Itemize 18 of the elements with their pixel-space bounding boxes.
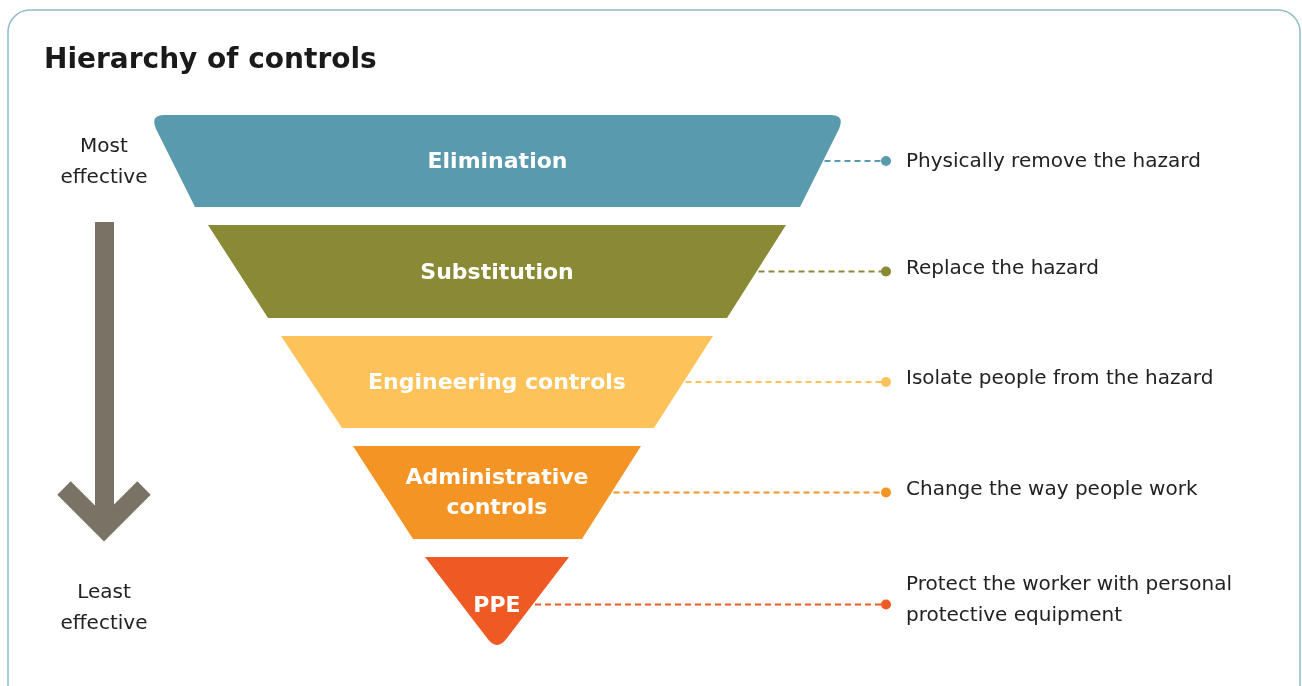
band-label: Substitution — [419, 257, 575, 286]
leader-line — [684, 377, 891, 387]
effectiveness-label: Most effective — [59, 132, 149, 190]
description-text: Isolate people from the hazard — [906, 364, 1215, 391]
description-text: Protect the worker with personal protective equipment — [906, 570, 1233, 628]
description-text: Physically remove the hazard — [906, 147, 1202, 174]
leader-line — [534, 599, 891, 610]
title: Hierarchy of controls — [44, 42, 377, 75]
description-text: Replace the hazard — [906, 254, 1100, 281]
band-label: Elimination — [426, 146, 569, 175]
band-label: Engineering controls — [367, 367, 627, 396]
leader-line — [823, 156, 891, 166]
effectiveness-label: Least effective — [59, 578, 149, 636]
description-text: Change the way people work — [906, 475, 1199, 502]
band-label: PPE — [472, 590, 522, 619]
leader-line — [612, 487, 891, 498]
band-label: Administrative controls — [404, 462, 590, 522]
leader-line — [757, 266, 891, 277]
